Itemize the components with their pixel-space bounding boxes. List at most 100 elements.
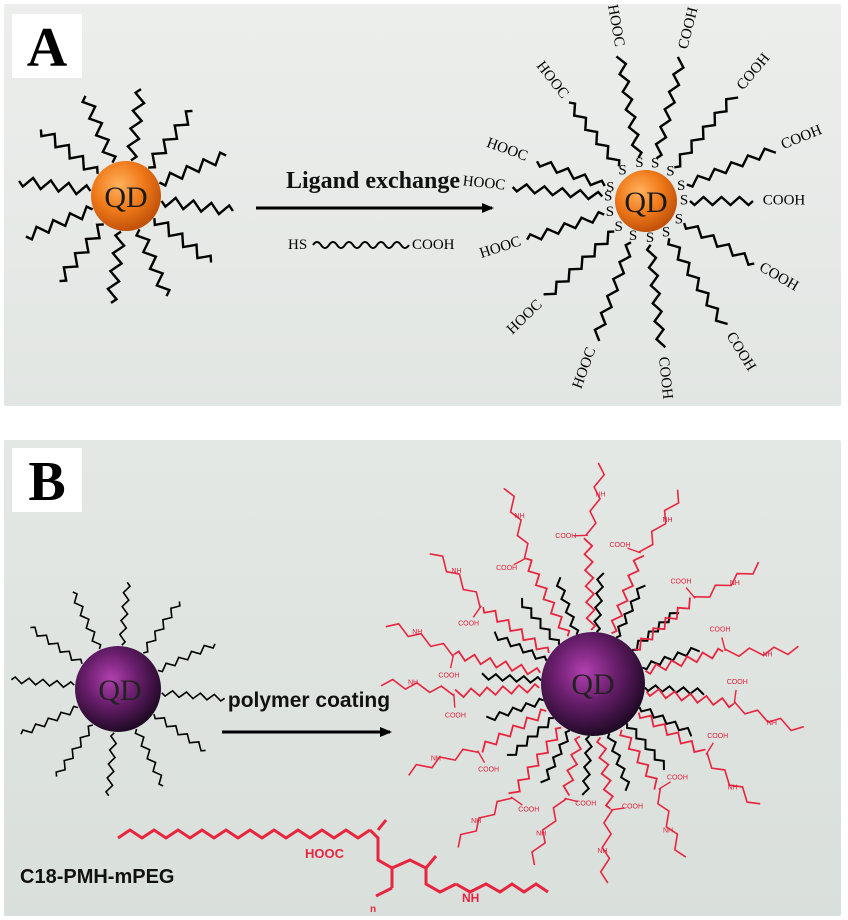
sulfur-label: S [615,219,623,235]
ligand-chain [543,230,615,296]
a-exchanged-ligand-chains [511,55,777,349]
carboxyl-label: HOOC [570,345,600,390]
side-branch [564,797,579,803]
ligand-chain [55,724,94,777]
polymer-strand [508,726,562,795]
peg-tail [531,798,567,866]
ligand-chain [511,182,604,201]
inner-ligand-chain [493,631,548,662]
peg-tail [429,553,481,608]
b-polymer-labels: COOH NH COOH NH COOH NH COOH NH COOH NH COOH NH COOH… [408,492,777,856]
ligand-chain [157,643,216,673]
ligand-chain [39,129,99,174]
carboxyl-label: HOOC [462,173,506,193]
ligand-chain [161,689,226,703]
ligand-chain [72,591,102,650]
sulfur-label: S [662,225,670,241]
ligand-chain [535,160,606,187]
a-left-ligand-chains [18,88,234,304]
carboxyl-label: COOH [518,807,539,814]
carboxyl-label: HOOC [504,297,546,338]
ligand-chain [18,176,92,196]
ligand-chain [654,56,685,160]
polymer-strand [526,557,571,637]
side-branch [685,587,696,599]
side-branch [705,742,714,755]
carboxyl-label: COOH [707,733,728,740]
b-arrow-label: polymer coating [228,689,390,712]
ligand-chain [153,713,206,752]
side-branch [658,781,671,790]
a-arrow-label: Ligand exchange [286,168,460,194]
ligand-chain [30,626,83,665]
amide-label: NH [451,568,461,575]
carboxyl-label: COOH [622,804,643,811]
amide-label: NH [515,513,525,520]
side-branch [449,654,455,669]
amide-label: NH [767,720,777,727]
inner-ligand-chain [615,584,646,639]
carboxyl-label: COOH [734,50,774,93]
sulfur-label: S [677,178,685,194]
ligand-chain [148,109,193,169]
inner-ligand-chain [555,576,580,636]
polymer-strand [610,554,645,635]
peg-tail [638,489,680,553]
ligand-chain [106,230,126,304]
peg-tail [599,809,614,884]
polymer-repeat-label: n [370,904,376,915]
carboxyl-label: COOH [756,259,801,294]
side-branch [510,796,523,806]
carboxyl-label: COOH [676,5,702,50]
a-product-quantum-dot-core [615,170,677,232]
a-core-label: QD [104,181,147,214]
peg-tail [380,678,455,697]
carboxyl-label: COOH [438,673,459,680]
inner-ligand-chain [485,697,545,722]
amide-label: NH [663,827,673,834]
b-coated-quantum-dot-core [541,632,645,736]
polymer-strand [637,712,706,754]
polymer-name: C18-PMH-mPEG [20,866,174,888]
carboxyl-label: HOOC [533,58,572,101]
side-branch [472,605,482,618]
peg-tail [657,787,687,858]
inner-ligand-chain [632,612,680,651]
polymer-strand [562,735,583,797]
amide-label: NH [762,652,772,659]
amide-label: NH [536,831,546,838]
peg-tail [585,462,606,536]
b-left-ligand-chains [10,581,226,797]
panel-a-letter: A [12,14,82,78]
polymer-strand [583,537,597,631]
carboxyl-label: COOH [496,565,517,572]
side-branch [476,750,486,764]
inner-ligand-chain [626,723,665,771]
peg-tail [724,645,799,658]
ligand-chain [666,238,728,326]
carboxyl-label: COOH [727,679,748,686]
ligand-chain [158,150,227,188]
sulfur-label: S [680,192,688,208]
carboxyl-label: COOH [667,774,688,781]
amide-label: NH [597,848,607,855]
ligand-chain [160,196,234,216]
inner-ligand-chain [638,706,693,737]
carboxyl-label: COOH [655,356,675,400]
polymer-strand [595,736,615,810]
ligand-chain [686,147,777,188]
carboxyl-label: HOOC [478,234,523,262]
b-quantum-dot-core [75,646,161,732]
inner-ligand-chain [481,672,542,684]
ligand-chain [10,675,75,689]
polymer-strand [481,708,547,753]
sulfur-label: S [618,163,626,179]
ligand-chain [526,210,605,241]
sulfur-label: S [675,211,683,227]
carboxyl-label: COOH [445,713,466,720]
ligand-chain [134,728,164,787]
side-branch [513,557,527,566]
inner-ligand-chain [606,732,631,792]
sulfur-label: S [606,204,614,220]
